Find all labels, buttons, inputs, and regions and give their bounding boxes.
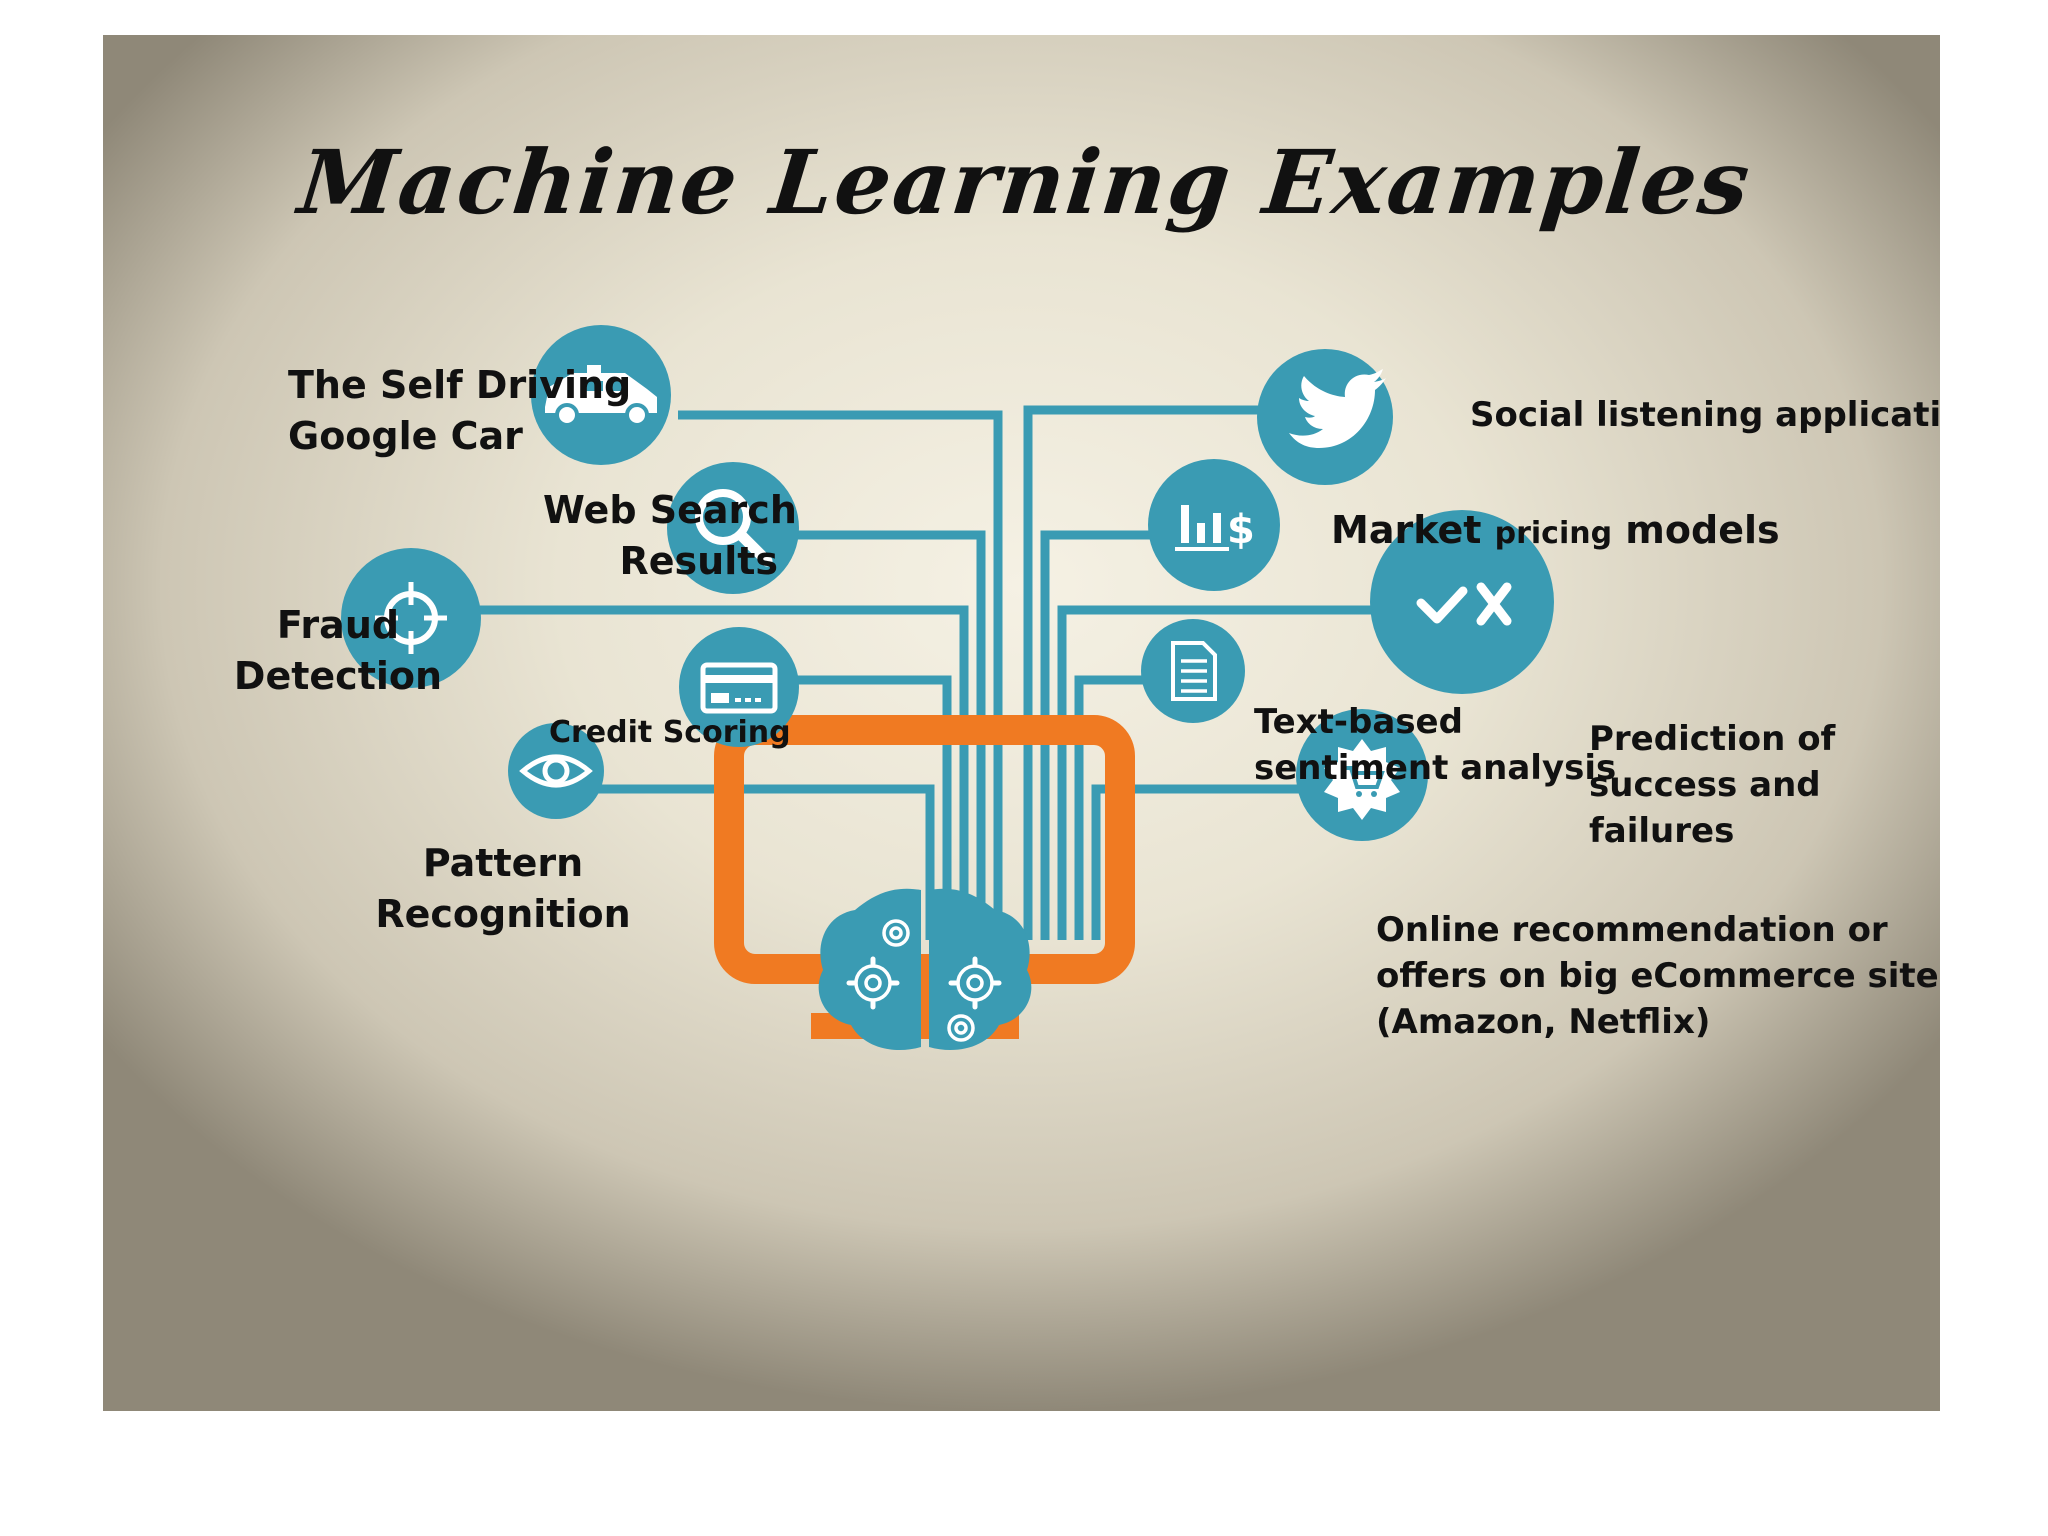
label-self-driving: The Self Driving Google Car [288,360,631,463]
svg-text:$: $ [1227,507,1255,553]
label-online-recommendation: Online recommendation or offers on big e… [1376,908,1940,1046]
label-pattern-recognition: Pattern Recognition [373,838,633,941]
page-title: Machine Learning Examples [103,130,1940,234]
bar-chart-dollar-icon: $ [1148,459,1280,591]
label-social-listening: Social listening applications [1470,393,1940,439]
label-fraud-detection: Fraud Detection [223,600,453,703]
label-prediction: Prediction of success and failures [1589,717,1835,855]
label-sentiment-analysis: Text-based sentiment analysis [1254,700,1616,792]
document-icon [1141,619,1245,723]
twitter-bird-icon [1257,349,1393,485]
slide: $ Machine Learning Examples The Self Dri… [103,35,1940,1411]
label-web-search: Web Search Results [543,485,778,588]
label-credit-scoring: Credit Scoring [549,713,791,754]
label-market-pricing: Market pricing models [1331,505,1780,556]
